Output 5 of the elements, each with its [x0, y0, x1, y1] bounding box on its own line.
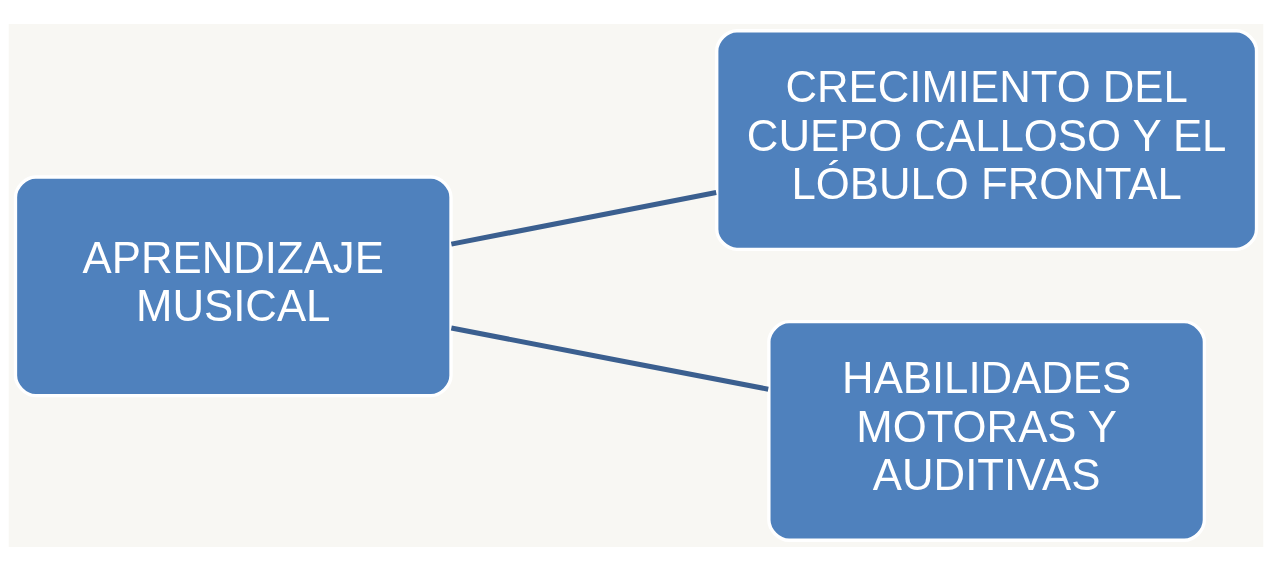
- node-box: CRECIMIENTO DEL CUEPO CALLOSO Y EL LÓBULO FRONTAL: [715, 28, 1259, 251]
- connector: [450, 325, 769, 392]
- connector: [450, 189, 717, 247]
- node-box: APRENDIZAJE MUSICAL: [13, 174, 453, 397]
- node-box: HABILIDADES MOTORAS Y AUDITIVAS: [767, 319, 1207, 542]
